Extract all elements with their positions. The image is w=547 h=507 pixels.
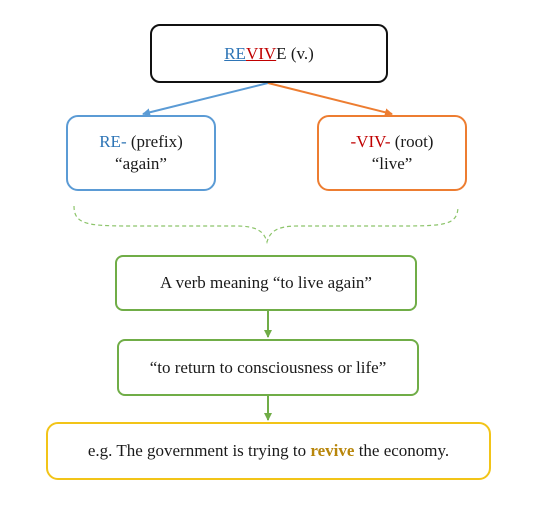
prefix-kind: (prefix): [126, 132, 183, 151]
word-tail: E: [276, 43, 287, 63]
example-after: the economy.: [354, 441, 450, 460]
word-pos: (v.): [286, 43, 314, 63]
word-box: REVIVE (v.): [150, 24, 388, 83]
arrow-to-prefix: [142, 82, 269, 117]
meaning-box: A verb meaning “to live again”: [115, 255, 417, 311]
combine-brace: [73, 205, 459, 245]
definition-text: “to return to consciousness or life”: [149, 357, 387, 377]
prefix-meaning: “again”: [115, 154, 167, 173]
example-highlight: revive: [310, 441, 355, 460]
definition-box: “to return to consciousness or life”: [117, 339, 419, 396]
root-kind: (root): [390, 132, 434, 151]
prefix-heading: RE- (prefix): [99, 131, 183, 153]
example-box: e.g. The government is trying to revive …: [46, 422, 491, 480]
root-heading: -VIV- (root): [351, 131, 434, 153]
word-prefix-part: RE: [224, 43, 246, 63]
root-box: -VIV- (root) “live”: [317, 115, 467, 191]
example-sentence: e.g. The government is trying to revive …: [88, 440, 449, 462]
root-meaning: “live”: [371, 154, 413, 173]
arrow-to-root: [267, 82, 393, 117]
prefix-label: RE-: [99, 132, 127, 151]
word-title: REVIVE (v.): [224, 43, 314, 65]
word-root-part: VIV: [245, 43, 277, 63]
prefix-box: RE- (prefix) “again”: [66, 115, 216, 191]
meaning-text: A verb meaning “to live again”: [160, 273, 372, 292]
example-before: e.g. The government is trying to: [87, 441, 311, 460]
root-label: -VIV-: [350, 132, 391, 151]
